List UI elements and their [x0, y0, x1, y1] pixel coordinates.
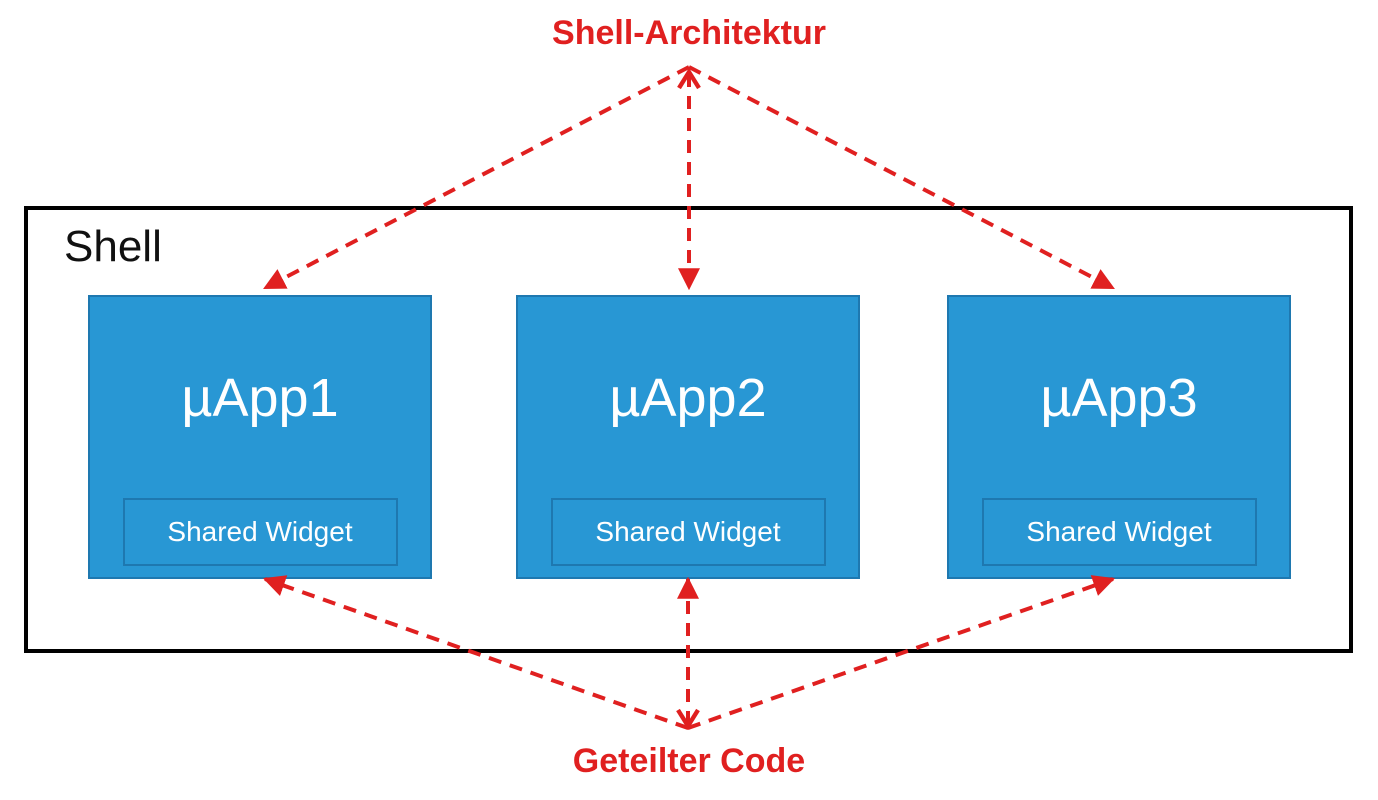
diagram-title: Shell-Architektur [552, 14, 826, 52]
shared-code-label: Geteilter Code [572, 742, 806, 780]
shared-widget-uapp2: Shared Widget [550, 498, 826, 566]
shared-widget-uapp3: Shared Widget [981, 498, 1257, 566]
app-name-uapp2: µApp2 [609, 367, 767, 428]
app-box-uapp3: µApp3 Shared Widget [947, 295, 1291, 579]
app-box-uapp2: µApp2 Shared Widget [516, 295, 860, 579]
shell-label: Shell [64, 222, 162, 271]
app-name-uapp3: µApp3 [1040, 367, 1198, 428]
app-name-uapp1: µApp1 [181, 367, 339, 428]
app-box-uapp1: µApp1 Shared Widget [88, 295, 432, 579]
shell-container: Shell µApp1 Shared Widget µApp2 Shared W… [24, 206, 1353, 653]
shared-widget-uapp1: Shared Widget [122, 498, 398, 566]
